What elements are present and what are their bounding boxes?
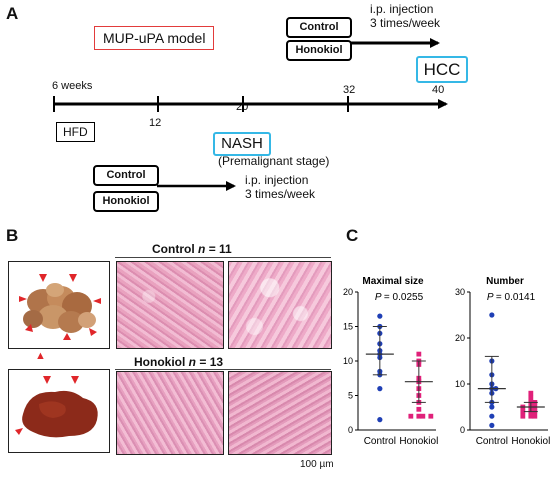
hcc-label: HCC: [416, 56, 468, 83]
honokiol-liver-image: [15, 376, 98, 438]
chart2-xlabel-control: Control: [476, 436, 508, 447]
panel-c-letter: C: [346, 226, 359, 245]
honokiol-liver-photo: [8, 369, 110, 453]
top-honokiol-box: Honokiol: [286, 40, 352, 61]
chart1-point-control-9: [377, 386, 383, 392]
honokiol-title-n: n: [188, 355, 197, 369]
chart1-p-value: P = 0.0255: [375, 292, 424, 303]
chart2-point-honokiol-0: [528, 390, 534, 396]
hfd-label: HFD: [56, 122, 95, 142]
chart1-point-honokiol-12: [428, 413, 434, 419]
start-week-label: 6 weeks: [52, 80, 93, 92]
chart1-point-honokiol-0: [416, 351, 422, 357]
chart2-point-honokiol-1: [528, 395, 534, 401]
control-arrow-bottom-icon: ▲: [35, 350, 46, 362]
honokiol-title-value: = 13: [199, 355, 224, 369]
control-histology-low: [116, 261, 224, 349]
chart2-point-honokiol-11: [532, 413, 538, 419]
control-group-title: Control n = 11: [152, 242, 232, 256]
panel-b-letter: B: [6, 226, 19, 245]
chart2-point-control-8: [489, 404, 495, 410]
model-label: MUP-uPA model: [94, 26, 215, 50]
chart2-ytick-label-0: 0: [460, 425, 465, 435]
control-liver-image: [19, 274, 101, 340]
chart1-ytick-label-15: 15: [343, 322, 353, 332]
chart1-xlabel-honokiol: Honokiol: [399, 436, 438, 447]
chart2-ytick-label-20: 20: [455, 333, 465, 343]
control-title-text: Control: [152, 242, 195, 256]
chart1-ytick-label-20: 20: [343, 287, 353, 297]
control-liver-photo: [8, 261, 110, 349]
chart1-point-honokiol-11: [408, 413, 414, 419]
chart2-xlabel-honokiol: Honokiol: [511, 436, 550, 447]
control-title-value: = 11: [208, 242, 232, 256]
bottom-control-box: Control: [93, 165, 159, 186]
top-frequency-note: 3 times/week: [370, 16, 441, 30]
chart1-point-honokiol-8: [416, 406, 422, 412]
chart2-p-value: P = 0.0141: [487, 292, 536, 303]
timeline-diagram: [53, 38, 448, 191]
chart1-point-control-10: [377, 417, 383, 423]
chart2-point-control-0: [489, 312, 495, 318]
chart2-title: Number: [486, 276, 524, 287]
chart1-ytick-label-0: 0: [348, 425, 353, 435]
panel-a-letter: A: [6, 4, 19, 23]
control-title-rule: [115, 257, 331, 258]
chart1-xlabel-control: Control: [364, 436, 396, 447]
top-injection-note: i.p. injection: [370, 2, 434, 16]
chart2-point-control-9: [489, 413, 495, 419]
honokiol-histology-high: [228, 371, 332, 455]
control-title-n: n: [198, 242, 206, 256]
chart2-ytick-label-30: 30: [455, 287, 465, 297]
chart2-point-honokiol-12: [520, 413, 526, 419]
top-control-box: Control: [286, 17, 352, 38]
bottom-honokiol-box: Honokiol: [93, 191, 159, 212]
honokiol-title-text: Honokiol: [134, 355, 186, 369]
chart1-point-honokiol-9: [416, 413, 422, 419]
nash-label: NASH: [213, 132, 271, 156]
bottom-injection-note: i.p. injection: [245, 173, 309, 187]
control-histology-high: [228, 261, 332, 349]
chart2-point-control-10: [489, 422, 495, 428]
chart2-point-honokiol-10: [528, 413, 534, 419]
nash-subtitle: (Premalignant stage): [218, 154, 330, 168]
chart1-point-honokiol-10: [420, 413, 426, 419]
honokiol-title-rule: [115, 369, 331, 370]
chart1-point-control-0: [377, 313, 383, 319]
tick-label-40: 40: [432, 84, 445, 96]
chart1-ytick-label-10: 10: [343, 356, 353, 366]
tick-label-12: 12: [149, 117, 162, 129]
chart2-ytick-label-10: 10: [455, 379, 465, 389]
chart1-title: Maximal size: [362, 276, 424, 287]
honokiol-group-title: Honokiol n = 13: [134, 355, 223, 369]
honokiol-histology-low: [116, 371, 224, 455]
chart1-ytick-label-5: 5: [348, 391, 353, 401]
scale-bar-label: 100 µm: [300, 459, 334, 470]
chart2-point-honokiol-9: [520, 409, 526, 414]
bottom-frequency-note: 3 times/week: [245, 187, 316, 201]
tick-label-32: 32: [343, 84, 356, 96]
